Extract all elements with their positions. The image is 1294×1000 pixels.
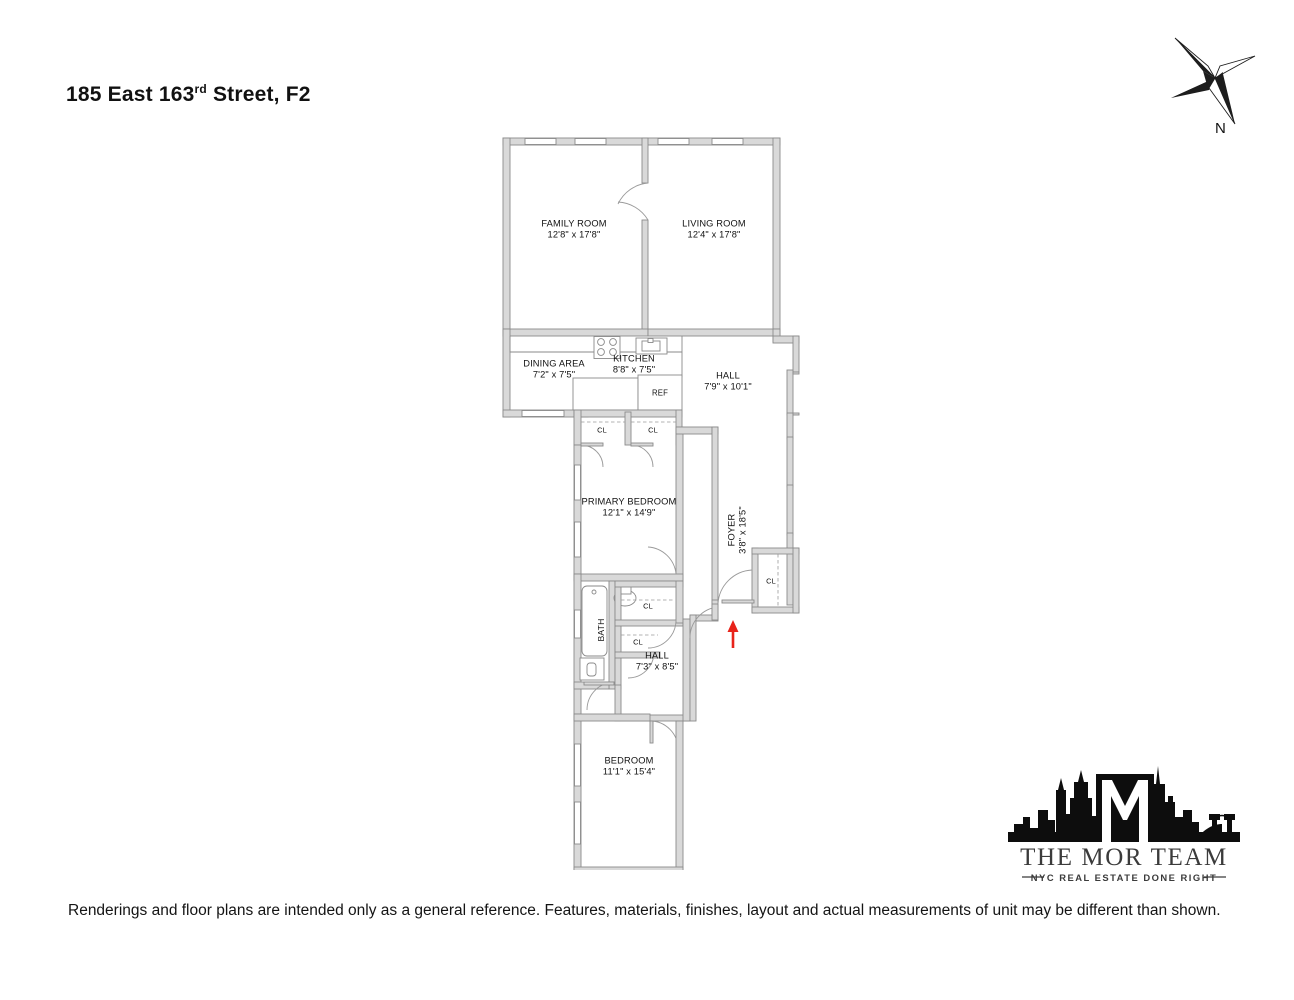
room-label-primary-bedroom: PRIMARY BEDROOM 12'1" x 14'9" — [581, 496, 677, 518]
room-label-bath: BATH — [596, 618, 606, 642]
room-label-living-room: LIVING ROOM 12'4" x 17'8" — [682, 218, 746, 240]
address-ordinal: rd — [194, 82, 207, 96]
room-label-dining-area: DINING AREA 7'2" x 7'5" — [523, 358, 585, 380]
closet-label-3: CL — [643, 601, 653, 611]
room-label-kitchen: KITCHEN 8'8" x 7'5" — [612, 353, 656, 375]
closet-label-2: CL — [648, 425, 658, 435]
compass-rose-icon — [1171, 37, 1256, 125]
refrigerator-label: REF — [652, 388, 668, 398]
mor-team-logo-icon: THE MOR TEAM NYC REAL ESTATE DONE RIGHT — [1008, 766, 1240, 883]
closet-label-4: CL — [633, 637, 643, 647]
address-suffix: Street, F2 — [206, 83, 311, 106]
room-label-bedroom: BEDROOM 11'1" x 15'4" — [602, 755, 656, 777]
logo-name: THE MOR TEAM — [1020, 844, 1228, 871]
compass-rose: N — [1163, 28, 1267, 146]
page-title: 185 East 163rd Street, F2 — [66, 82, 311, 107]
entry-arrow — [727, 620, 739, 648]
address-prefix: 185 East 163 — [66, 83, 195, 106]
closet-label-1: CL — [597, 425, 607, 435]
compass-north-label: N — [1215, 120, 1226, 137]
room-label-hall-lower: HALL 7'3" x 8'5" — [635, 650, 679, 672]
logo-tagline: NYC REAL ESTATE DONE RIGHT — [1031, 872, 1217, 883]
floor-plan-drawing: .w { fill:#d9d9d9; stroke:#8a8a8a; strok… — [502, 137, 800, 870]
floor-plan: .w { fill:#d9d9d9; stroke:#8a8a8a; strok… — [490, 130, 820, 870]
company-logo: THE MOR TEAM NYC REAL ESTATE DONE RIGHT — [1008, 762, 1240, 884]
room-label-hall-upper: HALL 7'9" x 10'1" — [704, 370, 752, 392]
disclaimer-text: Renderings and floor plans are intended … — [68, 902, 1221, 919]
closet-label-5: CL — [766, 576, 776, 586]
room-label-foyer: FOYER 3'8" x 18'5" — [726, 506, 748, 554]
room-label-family-room: FAMILY ROOM 12'8" x 17'8" — [541, 218, 607, 240]
